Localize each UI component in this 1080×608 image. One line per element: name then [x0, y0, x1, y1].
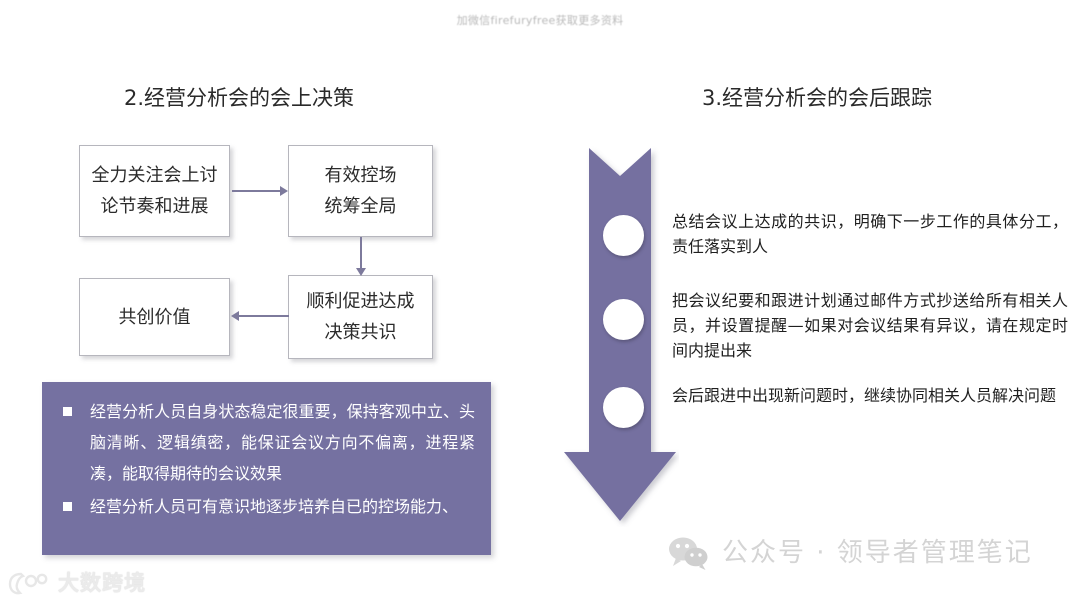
note-item-text: 经营分析人员可有意识地逐步培养自已的控场能力、 [90, 497, 459, 516]
flow-box-control-line-1: 有效控场 [324, 165, 397, 186]
flow-box-consensus: 顺利促进达成 决策共识 [288, 275, 433, 359]
note-list: 经营分析人员自身状态稳定很重要，保持客观中立、头脑清晰、逻辑缜密，能保证会议方向… [60, 396, 475, 522]
step-marker-circle [603, 299, 644, 340]
flow-box-consensus-line-1: 顺利促进达成 [306, 291, 415, 312]
wechat-icon [668, 536, 708, 570]
flow-box-value: 共创价值 [79, 278, 230, 356]
note-item-text: 经营分析人员自身状态稳定很重要，保持客观中立、头脑清晰、逻辑缜密，能保证会议方向… [90, 402, 475, 483]
right-step-text-1: 总结会议上达成的共识，明确下一步工作的具体分工，责任落实到人 [672, 212, 1068, 256]
right-step-text-3: 会后跟进中出现新问题时，继续协同相关人员解决问题 [672, 386, 1057, 405]
right-step-text-2: 把会议纪要和跟进计划通过邮件方式抄送给所有相关人员，并设置提醒—如果对会议结果有… [672, 291, 1068, 360]
flow-box-focus: 全力关注会上讨 论节奏和进展 [79, 145, 230, 237]
corner-logo-mark-icon [8, 570, 50, 596]
top-watermark-text: 加微信firefuryfree获取更多资料 [456, 14, 624, 27]
flow-box-value-line-1: 共创价值 [118, 306, 191, 328]
step-marker-circle [603, 387, 644, 428]
arrow-left-icon [231, 311, 289, 321]
left-note-panel: 经营分析人员自身状态稳定很重要，保持客观中立、头脑清晰、逻辑缜密，能保证会议方向… [42, 382, 491, 555]
flow-box-consensus-line-2: 决策共识 [324, 322, 397, 343]
corner-logo-text: 大数跨境 [58, 571, 146, 595]
wechat-brand-footer: 公众号 · 领导者管理笔记 [668, 536, 1033, 570]
note-list-item: 经营分析人员可有意识地逐步培养自已的控场能力、 [60, 491, 475, 522]
flow-box-control: 有效控场 统筹全局 [288, 145, 433, 237]
flow-box-control-line-2: 统筹全局 [324, 196, 397, 217]
wechat-brand-text: 公众号 · 领导者管理笔记 [722, 538, 1033, 568]
arrow-right-icon [232, 186, 290, 196]
square-bullet-icon [63, 407, 72, 416]
flow-box-focus-line-2: 论节奏和进展 [100, 196, 209, 217]
flow-box-focus-line-1: 全力关注会上讨 [91, 165, 218, 186]
note-list-item: 经营分析人员自身状态稳定很重要，保持客观中立、头脑清晰、逻辑缜密，能保证会议方向… [60, 396, 475, 489]
right-section-title: 3.经营分析会的会后跟踪 [702, 86, 933, 110]
square-bullet-icon [63, 502, 72, 511]
arrow-down-icon [356, 237, 366, 277]
left-section-title: 2.经营分析会的会上决策 [124, 86, 355, 110]
step-marker-circle [603, 215, 644, 256]
corner-logo: 大数跨境 [8, 570, 146, 596]
